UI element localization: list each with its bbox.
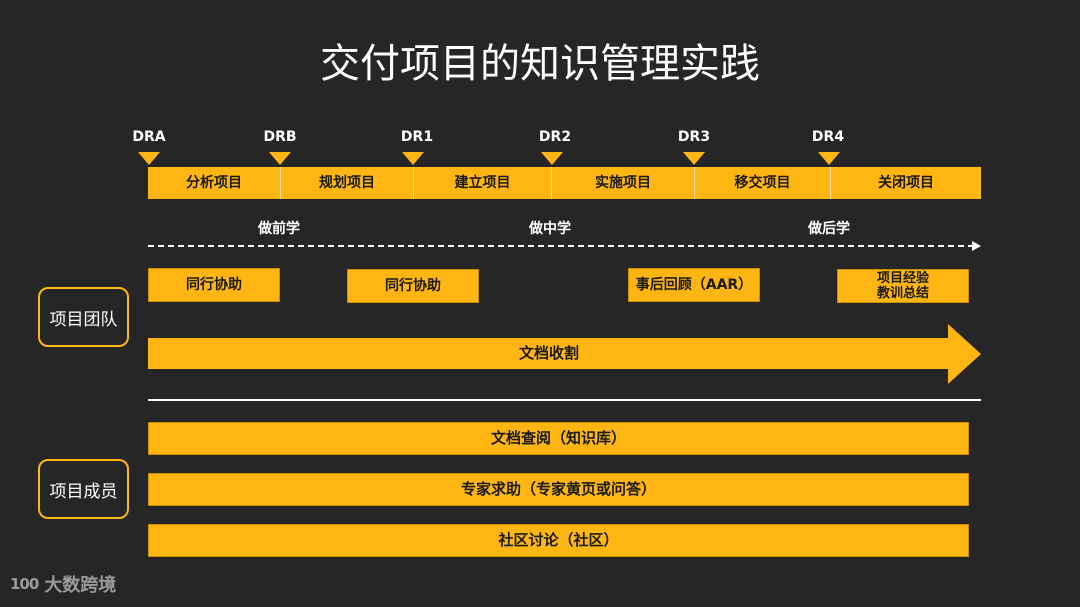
timeline-dashed-line [148, 245, 974, 247]
document-harvest-arrow [148, 338, 950, 369]
member-community: 社区讨论（社区） [148, 524, 969, 557]
learn-during: 做中学 [529, 221, 571, 237]
lessons-line-1: 项目经验 [876, 271, 929, 286]
milestone-marker-icon [269, 152, 291, 165]
member-expert-help: 专家求助（专家黄页或问答） [148, 473, 969, 506]
logo-mark-icon: 100 [10, 575, 39, 593]
role-project-member: 项目成员 [38, 459, 129, 519]
phase-handover: 移交项目 [694, 167, 830, 199]
arrow-head-icon [948, 324, 981, 384]
milestone-marker-icon [683, 152, 705, 165]
document-harvest-label: 文档收割 [518, 344, 579, 362]
milestone-marker-icon [818, 152, 840, 165]
learn-after: 做后学 [808, 221, 850, 237]
milestone-dr3: DR3 [677, 129, 711, 145]
role-project-team: 项目团队 [38, 287, 129, 347]
section-divider [148, 399, 981, 401]
activity-aar: 事后回顾（AAR） [628, 268, 760, 302]
lessons-line-2: 教训总结 [876, 286, 929, 301]
milestone-drb: DRB [263, 129, 297, 145]
phase-build: 建立项目 [413, 167, 551, 199]
milestone-marker-icon [138, 152, 160, 165]
phase-analyze: 分析项目 [186, 175, 242, 191]
arrow-right-icon [972, 241, 981, 251]
logo-text: 大数跨境 [44, 575, 117, 596]
phase-close: 关闭项目 [830, 167, 981, 199]
member-knowledge-base: 文档查阅（知识库） [148, 422, 969, 455]
learn-before: 做前学 [258, 221, 300, 237]
brand-logo: 100 大数跨境 [10, 571, 116, 597]
page-title: 交付项目的知识管理实践 [320, 41, 760, 87]
phase-bar: 分析项目 规划项目 建立项目 实施项目 移交项目 关闭项目 [148, 167, 981, 199]
phase-plan: 规划项目 [280, 167, 413, 199]
milestone-marker-icon [541, 152, 563, 165]
milestone-dr2: DR2 [538, 129, 572, 145]
milestone-dra: DRA [132, 129, 166, 145]
activity-lessons-learned: 项目经验 教训总结 [837, 269, 969, 303]
milestone-dr4: DR4 [811, 129, 845, 145]
activity-peer-assist-1: 同行协助 [148, 268, 280, 302]
milestone-dr1: DR1 [400, 129, 434, 145]
phase-implement: 实施项目 [551, 167, 694, 199]
milestone-marker-icon [402, 152, 424, 165]
activity-peer-assist-2: 同行协助 [347, 269, 479, 303]
